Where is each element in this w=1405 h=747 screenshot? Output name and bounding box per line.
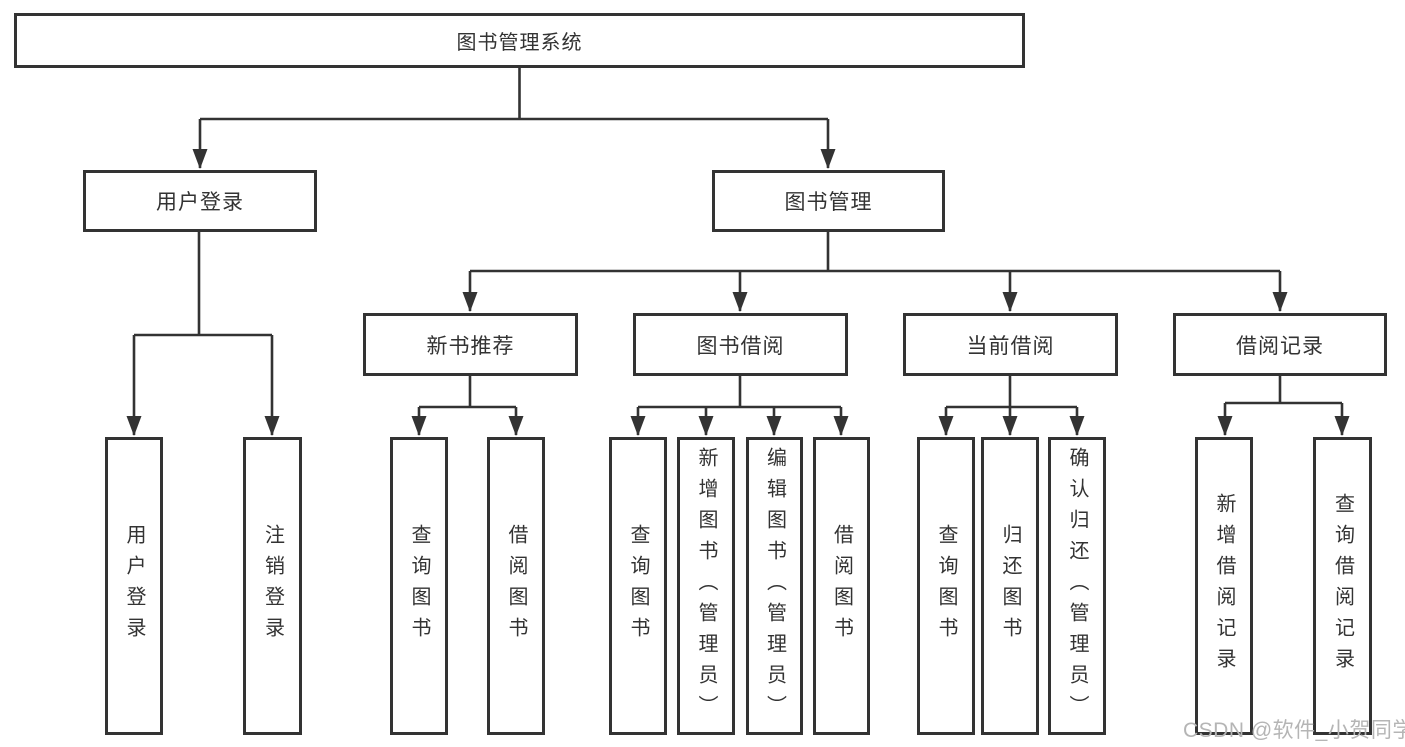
node-label: 用户登录 [123,524,145,648]
leaf-query-books-borrow: 查询图书 [609,437,667,735]
node-label: 查询图书 [935,524,957,648]
node-label: 新增图书（管理员） [695,446,717,726]
node-label: 确认归还（管理员） [1066,446,1088,726]
node-label: 借阅图书 [830,524,853,648]
node-label: 新增借阅记录 [1213,493,1235,679]
node-label: 图书管理系统 [456,32,583,54]
leaf-edit-book-admin: 编辑图书（管理员） [746,437,803,735]
node-label: 查询图书 [627,524,649,648]
node-label: 借阅记录 [1236,334,1324,358]
node-book-management: 图书管理 [712,170,945,232]
node-user-login: 用户登录 [83,170,317,232]
node-label: 当前借阅 [966,334,1055,358]
leaf-query-borrow-record: 查询借阅记录 [1313,437,1372,735]
leaf-logout: 注销登录 [243,437,302,735]
leaf-query-books-current: 查询图书 [917,437,975,735]
node-label: 图书管理 [784,191,873,214]
leaf-add-borrow-record: 新增借阅记录 [1195,437,1253,735]
leaf-return-book: 归还图书 [981,437,1039,735]
node-new-book-recommend: 新书推荐 [363,313,578,376]
node-label: 查询图书 [408,524,430,648]
node-label: 用户登录 [156,191,244,214]
node-label: 归还图书 [999,524,1021,648]
node-borrow-records: 借阅记录 [1173,313,1387,376]
node-current-borrow: 当前借阅 [903,313,1118,376]
node-label: 编辑图书（管理员） [763,446,786,726]
leaf-query-books-recommend: 查询图书 [390,437,448,735]
node-root-system: 图书管理系统 [14,13,1025,68]
leaf-user-login: 用户登录 [105,437,163,735]
node-label: 注销登录 [261,524,284,648]
node-book-borrow: 图书借阅 [633,313,848,376]
leaf-confirm-return-admin: 确认归还（管理员） [1048,437,1106,735]
csdn-watermark: CSDN @软件_小贺同学 [1183,719,1405,742]
leaf-borrow-books: 借阅图书 [813,437,870,735]
node-label: 借阅图书 [505,524,527,648]
node-label: 查询借阅记录 [1331,493,1354,679]
node-label: 图书借阅 [696,334,785,358]
leaf-borrow-books-recommend: 借阅图书 [487,437,545,735]
connector-trunks [134,68,1342,409]
leaf-add-book-admin: 新增图书（管理员） [677,437,735,735]
node-label: 新书推荐 [426,334,515,358]
